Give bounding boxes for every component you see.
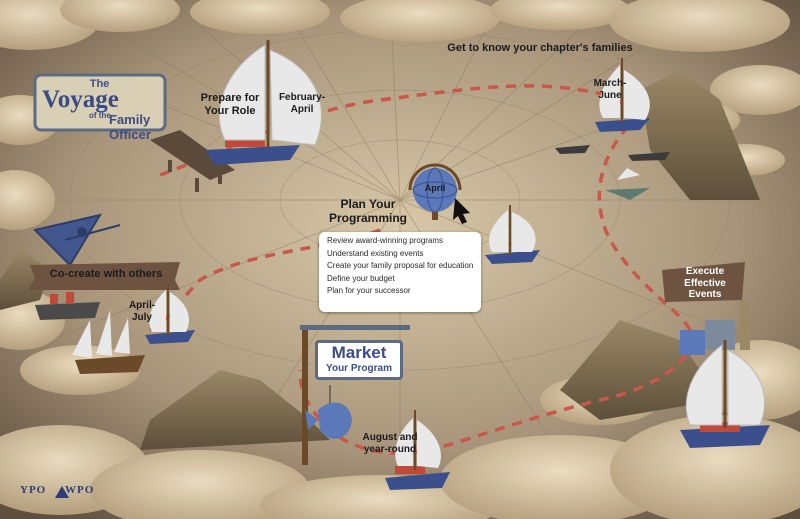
stage-know-label: Get to know your chapter's families [447, 42, 633, 54]
title-the: The [89, 78, 110, 90]
plan-task: Plan for your successor [327, 286, 411, 295]
clouds-top [0, 0, 800, 176]
signpost [300, 325, 410, 465]
boat-market [385, 410, 450, 490]
stage-prepare-time: February-April [278, 92, 326, 115]
rowboats [555, 145, 670, 200]
execute-scene [662, 262, 750, 355]
boat-know [595, 58, 650, 132]
boat-plan [485, 205, 540, 264]
boat-execute [680, 340, 770, 448]
plan-task: Review award-winning programs [327, 236, 444, 245]
mountain-bottom-left [140, 370, 330, 450]
logo-triangle [55, 486, 69, 498]
plan-task: Create your family proposal for educatio… [327, 261, 474, 270]
stage-market-label: Market [331, 343, 387, 362]
ships-left [35, 292, 145, 374]
stage-plan-time: April [424, 183, 446, 193]
dock [150, 130, 235, 192]
globe [408, 163, 470, 224]
title-voyage: Voyage [42, 86, 119, 113]
ypo-wpo-logo: YPO WPO [20, 484, 95, 496]
stage-know-time: March-June [593, 78, 627, 101]
stage-cocreate-label: Co-create with others [49, 268, 163, 280]
title-family-officer: Family Officer [109, 112, 151, 142]
title-plaque [33, 73, 167, 132]
mountain-right [640, 70, 760, 200]
boat-cocreate [145, 285, 195, 344]
map-title: The Voyage of the Family Officer [32, 72, 167, 142]
plan-task: Understand existing events [327, 248, 424, 258]
stage-market-sign: Market Your Program [315, 340, 403, 380]
stage-cocreate-time: April-July [128, 300, 156, 323]
plan-task-list: Review award-winning programs Understand… [319, 232, 481, 312]
title-of-the: of the [89, 111, 111, 120]
stage-market-sublabel: Your Program [326, 363, 392, 374]
plan-task: Define your budget [327, 273, 395, 283]
cocreate-banner [28, 262, 180, 290]
sextant [33, 213, 121, 267]
boat-prepare [205, 40, 322, 165]
